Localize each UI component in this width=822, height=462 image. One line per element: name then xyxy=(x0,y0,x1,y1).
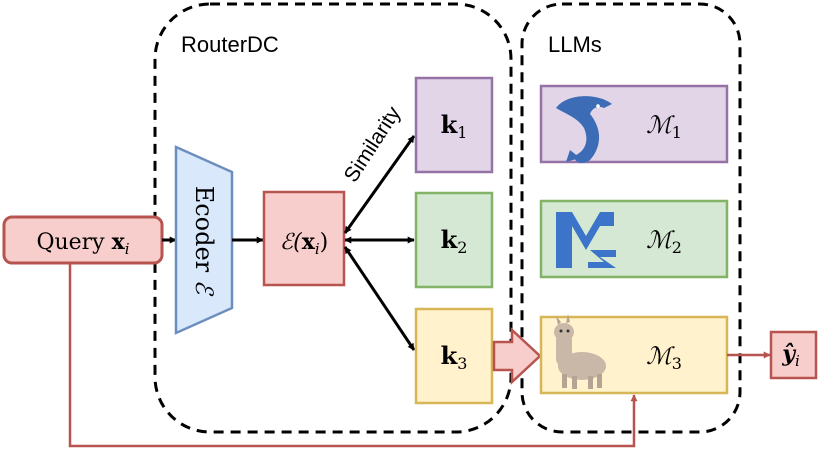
output-label: ŷi xyxy=(781,341,800,370)
key-rect-3 xyxy=(414,307,494,405)
model-box-1: ℳ1 xyxy=(539,84,729,164)
embedding-sub: i xyxy=(315,240,320,258)
embedding-var: x xyxy=(302,229,316,255)
key-box-2: k2 xyxy=(414,191,494,289)
model-label-1: ℳ1 xyxy=(646,111,682,142)
query-var: x xyxy=(112,229,126,255)
embedding-label: ℰ(xi) xyxy=(280,229,328,258)
model-sub-1: 1 xyxy=(672,123,682,142)
embedding-func: ℰ( xyxy=(280,230,302,255)
llama-icon xyxy=(554,314,606,389)
key-label-3: k3 xyxy=(441,341,468,373)
key-sub-3: 3 xyxy=(457,354,467,373)
embedding-close: ) xyxy=(320,230,329,255)
query-sub: i xyxy=(125,240,130,258)
output-box xyxy=(769,330,818,380)
output-var: ŷ xyxy=(781,341,797,367)
key-box-1: k1 xyxy=(414,76,494,174)
encoder-symbol: ℰ xyxy=(190,280,218,297)
key-var-3: k xyxy=(441,341,459,370)
encoder-text: Ecoder xyxy=(190,186,218,280)
similarity-arrow-k3 xyxy=(343,246,416,351)
key-sub-1: 1 xyxy=(457,123,467,142)
m2-logo-icon xyxy=(556,212,616,268)
encoder-trapezoid xyxy=(174,145,234,335)
key-rect-2 xyxy=(414,191,494,289)
key-var-2: k xyxy=(441,225,459,254)
similarity-arrow-k1 xyxy=(343,135,416,234)
route-block-arrow xyxy=(492,327,542,385)
query-label: Query xi xyxy=(36,229,129,258)
similarity-label: Similarity xyxy=(340,102,406,186)
model-box-3: ℳ3 xyxy=(539,314,729,395)
output-sub: i xyxy=(795,352,800,370)
model-sub-2: 2 xyxy=(672,238,682,257)
key-rect-1 xyxy=(414,76,494,174)
dolphin-icon xyxy=(556,96,612,163)
key-var-1: k xyxy=(441,110,459,139)
key-box-3: k3 xyxy=(414,307,494,405)
model-rect-1 xyxy=(539,84,729,164)
model-var-1: ℳ xyxy=(646,111,675,139)
routerdc-label: RouterDC xyxy=(181,32,279,57)
model-sub-3: 3 xyxy=(672,354,682,373)
key-sub-2: 2 xyxy=(457,238,467,257)
model-label-3: ℳ3 xyxy=(646,342,682,373)
embedding-box xyxy=(262,190,346,287)
model-box-2: ℳ2 xyxy=(539,199,729,279)
model-var-3: ℳ xyxy=(646,342,675,370)
encoder-label: Ecoder ℰ xyxy=(190,186,218,297)
model-label-2: ℳ2 xyxy=(646,226,682,257)
llms-label: LLMs xyxy=(548,32,602,57)
query-skip-connection xyxy=(68,263,638,448)
model-var-2: ℳ xyxy=(646,226,675,254)
llms-group xyxy=(520,2,742,434)
key-label-1: k1 xyxy=(441,110,468,142)
query-text: Query xyxy=(36,230,111,255)
key-label-2: k2 xyxy=(441,225,468,257)
